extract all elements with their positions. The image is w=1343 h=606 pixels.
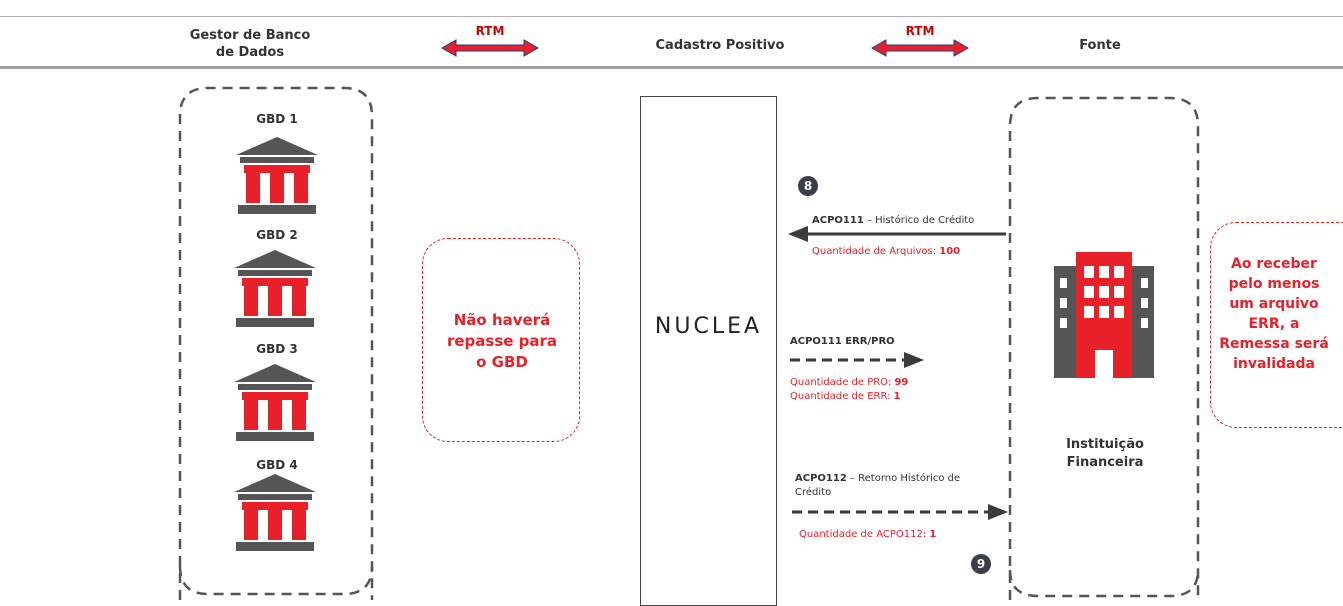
qty-err: Quantidade de ERR: 1 [790,391,990,402]
gbd-label-4: GBD 4 [256,458,298,472]
nuclea-box [640,96,777,606]
qty-arquivos-label: Quantidade de Arquivos: [812,246,940,257]
fonte-group-box [1008,96,1200,600]
step-8-badge: 8 [798,176,818,196]
qty-acpo112-value: 1 [929,529,937,540]
bank-icon-2 [234,250,316,327]
gbd-label-3: GBD 3 [256,342,298,356]
qty-acpo112: Quantidade de ACPO112: 1 [799,529,999,540]
bank-icon-3 [234,364,316,441]
qty-arquivos-value: 100 [939,246,961,257]
gbd-group-box [178,86,374,600]
no-repass-note-text: Não haverá repasse para o GBD [446,311,558,371]
rtm-arrow-right [870,39,970,57]
msg-acpo112-desc: – Retorno Histórico de Crédito [795,473,961,498]
top-thin-line [0,16,1343,17]
instituicao-label: Instituição Financeira [1066,437,1144,470]
qty-err-label: Quantidade de ERR: [790,391,894,402]
gbd-label-1: GBD 1 [256,112,298,126]
qty-acpo112-label: Quantidade de ACPO112: [799,529,930,540]
header-gestor: Gestor de Banco de Dados [189,28,311,60]
qty-arquivos: Quantidade de Arquivos: 100 [812,246,1012,257]
rtm-label-left: RTM [475,24,505,38]
arrow-historico-credito [788,226,1006,242]
remessa-note-box [1210,222,1343,428]
bank-icon-1 [236,137,318,214]
msg-acpo111-errpro: ACPO111 ERR/PRO [790,336,990,347]
rtm-arrow-left [440,39,540,57]
qty-pro-value: 99 [894,377,909,388]
msg-acpo111-code: ACPO111 [812,215,864,226]
arrow-retorno-historico [792,504,1008,520]
step-9-badge: 9 [971,554,991,574]
header-cadastro: Cadastro Positivo [655,38,785,53]
nuclea-logo: NUCLEA [654,314,763,339]
qty-err-value: 1 [893,391,901,402]
header-separator [0,66,1343,69]
msg-acpo111: ACPO111 – Histórico de Crédito [812,215,1012,226]
arrow-err-pro [790,352,924,368]
qty-pro: Quantidade de PRO: 99 [790,377,990,388]
msg-acpo111-desc: – Histórico de Crédito [863,215,975,226]
remessa-note-text: Ao receber pelo menos um arquivo ERR, a … [1219,256,1329,372]
qty-pro-label: Quantidade de PRO: [790,377,895,388]
msg-errpro-code: ACPO111 ERR/PRO [790,336,895,347]
msg-acpo112: ACPO112 – Retorno Histórico de Crédito [795,472,975,500]
office-building-icon [1054,252,1154,378]
gbd-label-2: GBD 2 [256,228,298,242]
rtm-label-right: RTM [905,24,935,38]
msg-acpo112-code: ACPO112 [795,473,847,484]
no-repass-note-box [422,238,580,442]
header-fonte: Fonte [1079,38,1121,53]
bank-icon-4 [234,474,316,551]
